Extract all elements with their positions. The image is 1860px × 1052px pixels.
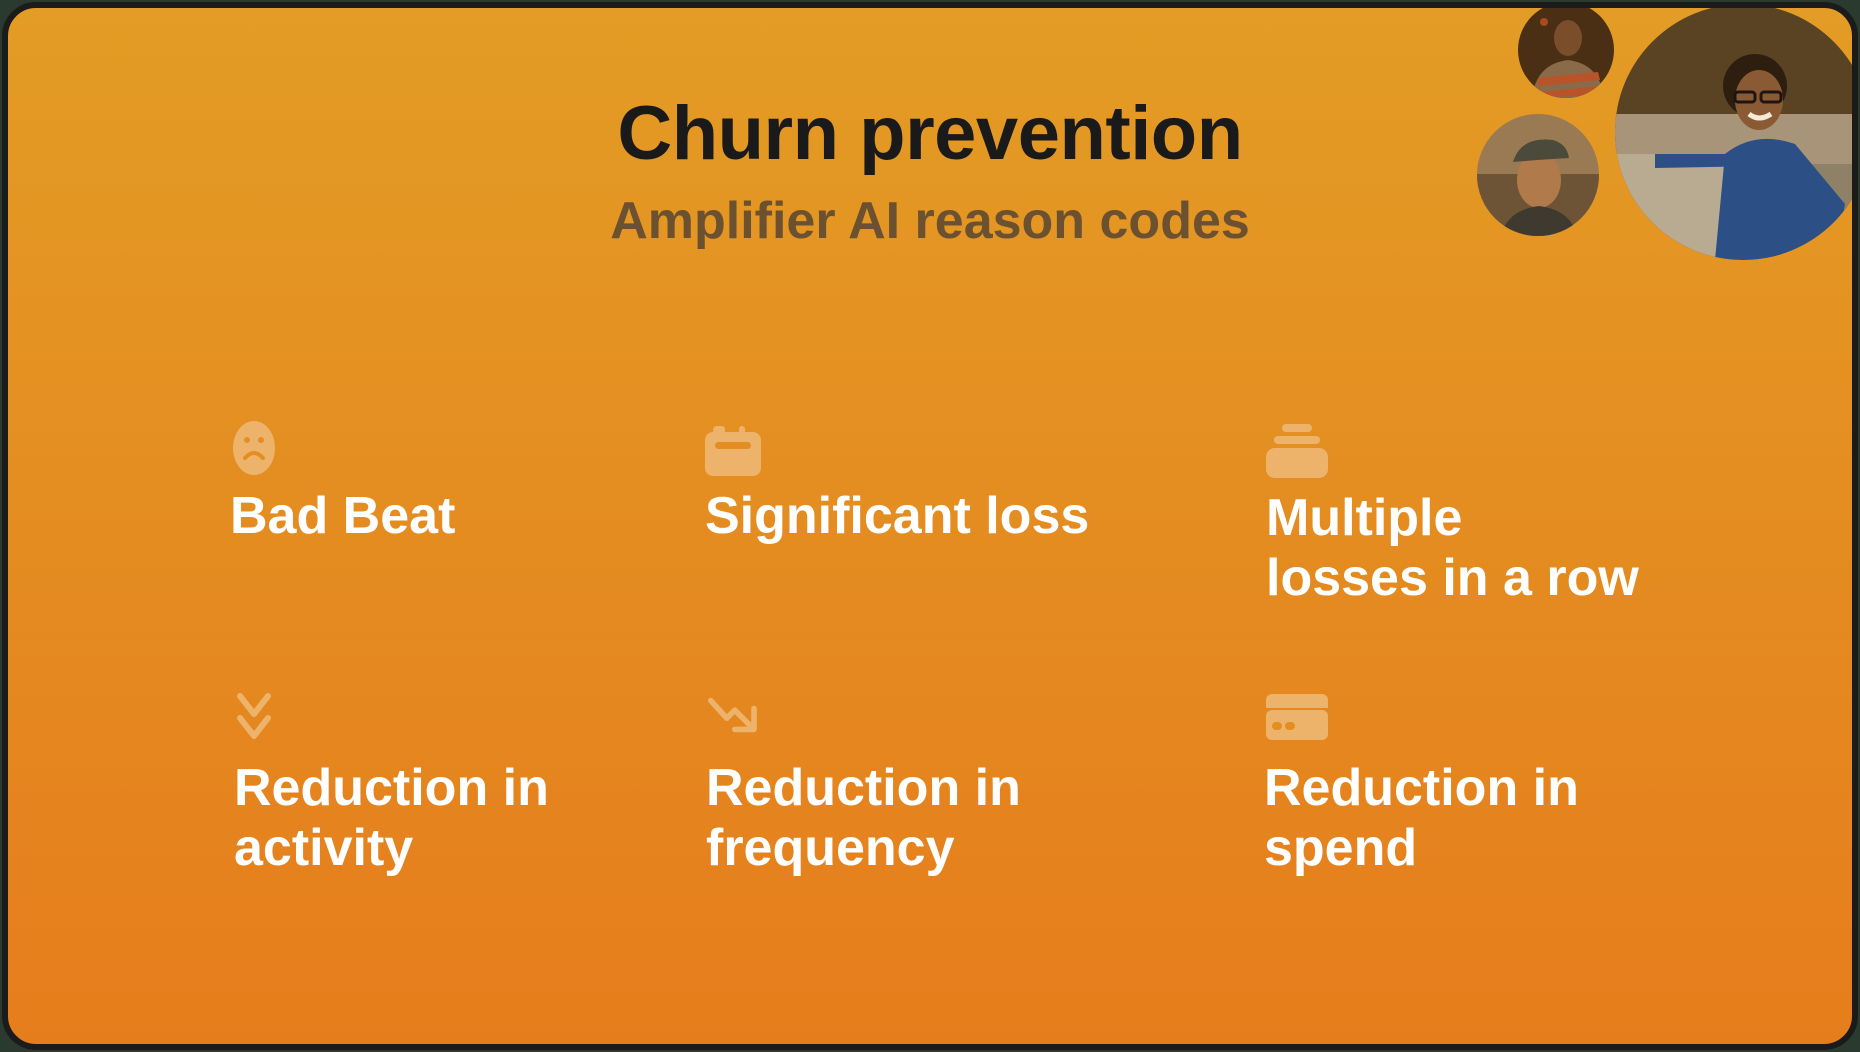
calendar-icon bbox=[705, 426, 761, 476]
avatar-man-striped-shirt bbox=[1518, 8, 1614, 98]
reason-code-label: Multiple losses in a row bbox=[1266, 489, 1639, 607]
trending-down-icon bbox=[708, 697, 757, 733]
page-subtitle: Amplifier AI reason codes bbox=[610, 192, 1250, 250]
reason-code-label: Reduction in spend bbox=[1264, 759, 1579, 877]
credit-card-icon bbox=[1266, 694, 1328, 740]
avatar-photo-icon bbox=[1477, 114, 1599, 236]
page-title: Churn prevention bbox=[617, 91, 1243, 176]
stack-icon bbox=[1266, 424, 1328, 478]
reason-code-reduction-spend: Reduction in spend bbox=[1264, 690, 1579, 878]
reason-code-label: Reduction in frequency bbox=[706, 759, 1021, 877]
sad-face-icon bbox=[233, 421, 275, 475]
avatar-photo-icon bbox=[1615, 8, 1852, 260]
avatar-photo-icon bbox=[1518, 8, 1614, 98]
reason-code-reduction-frequency: Reduction in frequency bbox=[706, 690, 1021, 878]
reason-code-label: Reduction in activity bbox=[234, 759, 549, 877]
reason-code-label: Bad Beat bbox=[230, 487, 456, 545]
avatar-woman-glasses bbox=[1615, 8, 1852, 260]
double-chevron-down-icon bbox=[237, 693, 271, 739]
reason-code-bad-beat: Bad Beat bbox=[230, 418, 455, 546]
reason-code-label: Significant loss bbox=[705, 487, 1090, 545]
reason-code-reduction-activity: Reduction in activity bbox=[234, 690, 549, 878]
avatar-man-cap bbox=[1477, 114, 1599, 236]
reason-code-multiple-losses: Multiple losses in a row bbox=[1266, 420, 1639, 608]
reason-code-significant-loss: Significant loss bbox=[705, 418, 1089, 546]
